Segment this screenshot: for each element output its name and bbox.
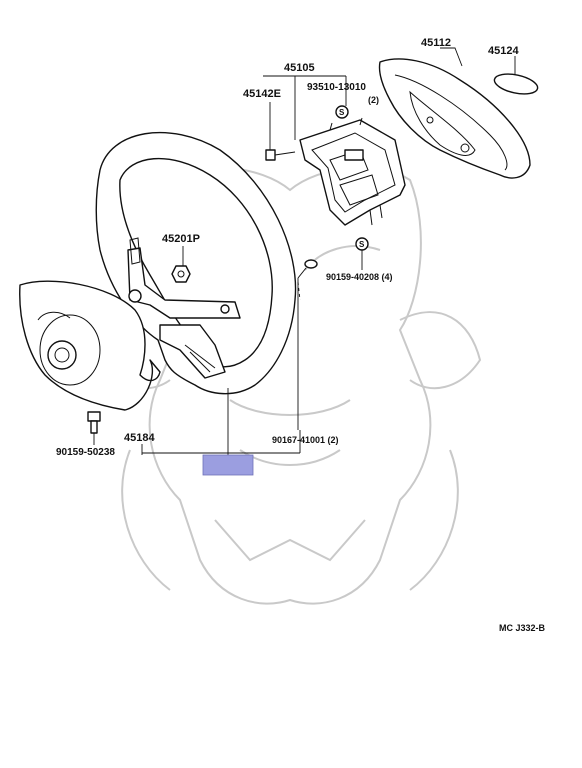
label-45142e: 45142E xyxy=(243,88,281,100)
label-90159-50238: 90159-50238 xyxy=(56,447,115,458)
horn-bracket-assembly xyxy=(299,117,406,226)
label-90159-40208: 90159-40208 (4) xyxy=(326,272,393,282)
steering-wheel xyxy=(95,131,297,395)
label-93510-qty: (2) xyxy=(368,95,379,105)
svg-text:S: S xyxy=(339,108,345,117)
steering-wheel-cover xyxy=(378,58,531,179)
bolt-90159-50238-icon xyxy=(87,411,101,434)
horn-pad-cover xyxy=(19,280,161,411)
spring-washer-bottom-icon: S xyxy=(355,237,369,251)
label-45105: 45105 xyxy=(284,62,315,74)
label-45112: 45112 xyxy=(421,37,451,49)
label-45124: 45124 xyxy=(488,45,519,57)
screw-90167-41001-icon xyxy=(297,259,318,279)
label-45184: 45184 xyxy=(124,432,155,444)
screw-45142e-icon xyxy=(265,149,296,161)
label-93510-13010: 93510-13010 xyxy=(307,82,366,93)
label-45201p: 45201P xyxy=(162,233,200,245)
diagram-code: MC J332-B xyxy=(499,623,546,633)
nut-45201p-icon xyxy=(171,265,191,283)
label-90167-41001: 90167-41001 (2) xyxy=(272,435,339,445)
leader-lines xyxy=(93,47,516,455)
svg-text:S: S xyxy=(359,240,365,249)
emblem-45124-icon xyxy=(493,73,539,95)
spring-washer-top-icon: S xyxy=(335,105,349,119)
highlight-box xyxy=(202,454,254,476)
